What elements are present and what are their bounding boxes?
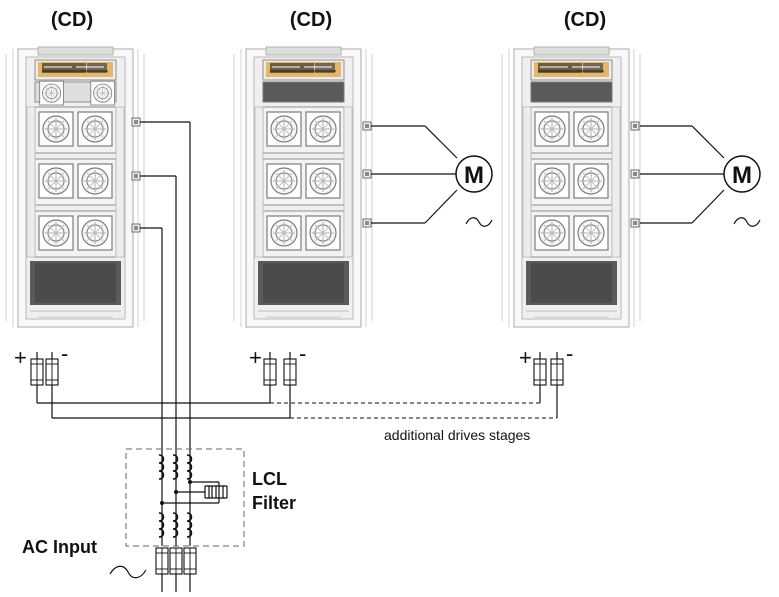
drive-1-minus-fuse xyxy=(45,358,59,386)
drive-1-title: (CD) xyxy=(51,9,93,31)
motor-2: M xyxy=(723,155,761,227)
drive-2-terminal-middle xyxy=(362,169,372,179)
ac-fuse-3 xyxy=(183,547,197,575)
ac-input-symbol xyxy=(109,565,147,579)
filter-inductor-upper-2 xyxy=(172,454,179,480)
filter-inductor-lower-2 xyxy=(172,512,179,538)
drive-1-plus-label: + xyxy=(14,345,27,370)
filter-inductor-upper-3 xyxy=(186,454,193,480)
drive-2-plus-fuse xyxy=(263,358,277,386)
motor-1-label: M xyxy=(464,162,484,189)
motor-2-wire-bottom xyxy=(691,189,725,224)
drive-2-minus-label: - xyxy=(299,341,306,366)
extension-bus xyxy=(270,402,557,419)
filter-inductor-lower-3 xyxy=(186,512,193,538)
ac-fuse-2 xyxy=(169,547,183,575)
drive-3-plus-label: + xyxy=(519,345,532,370)
drive-3-dc-fuses: + - xyxy=(519,341,573,386)
drive-2-terminal-bottom xyxy=(362,218,372,228)
lcl-filter-boundary xyxy=(125,448,245,547)
motor-1-wire-top xyxy=(424,125,458,159)
drive-3-plus-fuse xyxy=(533,358,547,386)
motor-1-circle xyxy=(455,155,493,193)
filter-inductor-lower-1 xyxy=(158,512,165,538)
motor-1-ac-symbol xyxy=(465,217,493,227)
ac-input: AC Input xyxy=(22,537,197,592)
drive-3-title: (CD) xyxy=(564,9,606,31)
drive-3-terminal-top xyxy=(630,121,640,131)
drive-3-minus-label: - xyxy=(566,341,573,366)
drive-1-dc-fuses: + - xyxy=(14,341,68,386)
drive-3-terminal-middle xyxy=(630,169,640,179)
drive-2-dc-fuses: + - xyxy=(249,341,306,386)
lcl-filter: LCL Filter xyxy=(125,448,296,547)
drive-2-title: (CD) xyxy=(290,9,332,31)
ac-input-label: AC Input xyxy=(22,537,97,557)
drive-2-plus-label: + xyxy=(249,345,262,370)
drive-1-minus-label: - xyxy=(61,341,68,366)
drive-1-plus-fuse xyxy=(30,358,44,386)
drive-1-terminal-bottom xyxy=(131,223,141,233)
motor-2-label: M xyxy=(732,162,752,189)
drive-3-terminal-bottom xyxy=(630,218,640,228)
motor-2-ac-symbol xyxy=(733,217,761,227)
cabinet-1 xyxy=(6,47,144,327)
drive-2-terminal-top xyxy=(362,121,372,131)
motor-2-circle xyxy=(723,155,761,193)
drive-1-terminal-top xyxy=(131,117,141,127)
filter-inductor-upper-1 xyxy=(158,454,165,480)
additional-drives-label: additional drives stages xyxy=(384,427,530,443)
drive-1-terminal-middle xyxy=(131,171,141,181)
cabinet-2 xyxy=(234,47,372,327)
motor-2-wire-top xyxy=(691,125,725,159)
motor-1-wire-bottom xyxy=(424,189,458,224)
lcl-label-line-1: LCL xyxy=(252,469,287,489)
ac-fuse-1 xyxy=(155,547,169,575)
cabinet-3 xyxy=(502,47,640,327)
motor-1: M xyxy=(455,155,493,227)
filter-capacitor-network xyxy=(160,480,228,505)
drive-2-minus-fuse xyxy=(283,358,297,386)
lcl-label-line-2: Filter xyxy=(252,493,296,513)
drive-3-minus-fuse xyxy=(550,358,564,386)
